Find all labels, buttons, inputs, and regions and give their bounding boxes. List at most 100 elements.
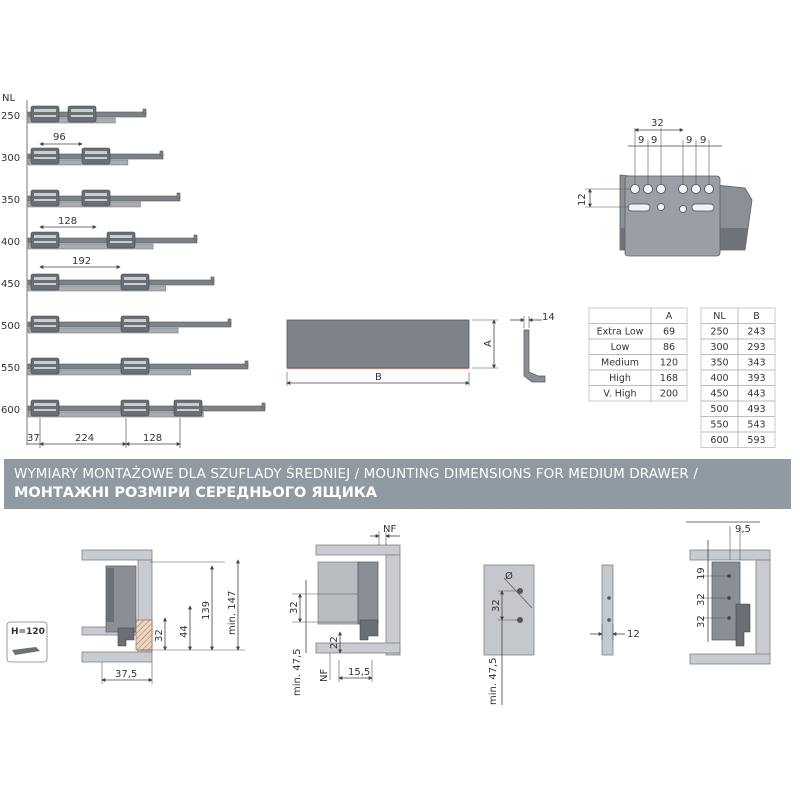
s1-dim-147: min. 147 (227, 591, 238, 635)
rail-row: 250 (1, 105, 147, 124)
clip-slot (124, 325, 146, 327)
s1-dim-44: 44 (179, 625, 190, 638)
clip-slot (34, 235, 56, 238)
bracket-holes (627, 184, 715, 213)
s2-bottom-board (315, 642, 401, 654)
s3-dim-47-5: min. 47,5 (488, 658, 499, 705)
s2-top-board (315, 544, 401, 556)
clip-slot (124, 403, 146, 406)
height-table-name: High (609, 373, 631, 384)
height-table-value: 69 (663, 327, 675, 338)
height-badge: H=120 (6, 621, 48, 663)
nl-header: NL (2, 93, 15, 104)
rail-end-stop (159, 150, 164, 157)
s5-drawer-side (711, 561, 741, 641)
s4-hole-bottom (607, 618, 611, 622)
clip-slot (124, 283, 146, 285)
bracket-dim-12: 12 (577, 193, 588, 206)
clip-slot (124, 409, 146, 411)
rail-inner (27, 411, 204, 418)
s1-runner-profile (117, 627, 135, 647)
rail-row: 500 (1, 315, 232, 334)
s5-dim-9-5: 9,5 (735, 524, 751, 535)
s1-hatch (135, 619, 153, 651)
mounting-clip (173, 399, 203, 417)
mounting-clip (120, 399, 150, 417)
rail-length-label: 500 (1, 321, 20, 332)
mounting-clip (30, 147, 60, 165)
height-badge-icon (12, 647, 40, 655)
bracket-dim-9-a: 9 (638, 135, 644, 146)
s3-panel (483, 564, 535, 656)
length-table-b: 593 (747, 435, 765, 446)
rail-inner (27, 159, 129, 166)
clip-slot (71, 115, 93, 117)
s5-dim-32-a: 32 (696, 593, 707, 606)
s2-drawer-side (357, 561, 379, 625)
rail-inner (27, 243, 154, 250)
section-banner: WYMIARY MONTAŻOWE DLA SZUFLADY ŚREDNIEJ … (4, 459, 791, 509)
s2-dim-47-5: min. 47,5 (292, 649, 303, 696)
front-panel-a: A (483, 340, 494, 347)
banner-line-1: WYMIARY MONTAŻOWE DLA SZUFLADY ŚREDNIEJ … (14, 466, 698, 482)
height-table-name: Extra Low (597, 327, 644, 338)
dim-37-label: 37 (27, 433, 40, 444)
clip-slot (85, 151, 107, 154)
bracket-plate (624, 175, 721, 257)
length-table-b: B (753, 311, 760, 322)
mounting-clip (30, 399, 60, 417)
clip-slot (124, 277, 146, 280)
mounting-clip (81, 189, 111, 207)
bracket-detail: 32 9 9 9 9 12 (577, 118, 753, 257)
clip-slot (34, 193, 56, 196)
s2-drawer-front (317, 561, 359, 625)
bracket-dim-9-d: 9 (700, 135, 706, 146)
length-table-b: 393 (747, 373, 765, 384)
dim-128-label: 128 (58, 216, 77, 227)
height-table-cell (588, 307, 652, 324)
length-table-nl: 600 (710, 435, 728, 446)
dim-192-label: 192 (72, 256, 91, 267)
s1-dim-32: 32 (154, 629, 165, 642)
rail-end-stop (244, 360, 249, 367)
clip-slot (34, 409, 56, 411)
length-table-nl: NL (713, 311, 726, 322)
mounting-section-3: Ø 32 min. 47,5 (483, 564, 535, 705)
length-table-b: 543 (747, 420, 765, 431)
mounting-clip (30, 189, 60, 207)
clip-slot (34, 283, 56, 285)
s5-dim-19: 19 (696, 567, 707, 580)
s5-fixing-points (727, 574, 731, 620)
rail-row: 450 (1, 273, 215, 292)
s2-dim-15-5: 15,5 (348, 667, 370, 678)
clip-slot (71, 109, 93, 112)
mounting-clip (30, 273, 60, 291)
mounting-clip (120, 357, 150, 375)
s2-nf-top: NF (383, 524, 396, 535)
length-table-b: 343 (747, 358, 765, 369)
clip-slot (34, 109, 56, 112)
s1-top-board (81, 549, 153, 561)
rail-length-label: 300 (1, 153, 20, 164)
s2-nf-bottom: NF (319, 669, 330, 682)
bracket-dim-9-c: 9 (686, 135, 692, 146)
height-table-value: 120 (660, 358, 678, 369)
height-table-name: V. High (603, 389, 636, 400)
rail-row: 300 (1, 147, 164, 166)
length-table-b: 243 (747, 327, 765, 338)
clip-slot (124, 361, 146, 364)
height-table-name: Low (611, 342, 630, 353)
profile-shape (523, 329, 546, 383)
clip-slot (177, 409, 199, 411)
clip-slot (34, 361, 56, 364)
s1-drawer-front (106, 568, 114, 622)
bracket-ext-lines (585, 128, 710, 208)
s4-hole-top (607, 596, 611, 600)
mounting-clip (30, 357, 60, 375)
length-table-nl: 450 (710, 389, 728, 400)
clip-slot (34, 403, 56, 406)
front-panel-detail: B A 14 (286, 312, 555, 386)
